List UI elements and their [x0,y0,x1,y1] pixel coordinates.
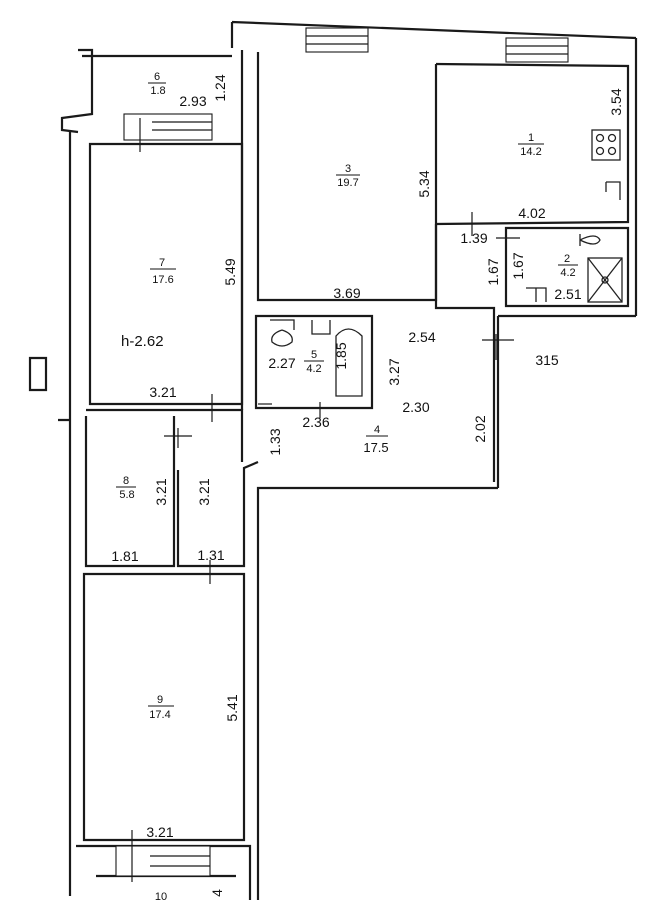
room-1-number: 1 [528,132,534,144]
window-room7 [123,113,213,141]
dim-3-54: 3.54 [608,88,624,115]
dim-1-85: 1.85 [333,342,349,369]
fixtures [258,129,623,405]
dim-1-24: 1.24 [212,74,228,101]
windows [115,27,569,877]
kitchen-sink-icon [605,181,621,200]
dim-1-33: 1.33 [267,428,283,455]
room-5-number: 5 [311,349,317,361]
sink-icon [526,287,547,302]
room-6-area: 1.8 [150,85,165,97]
room-3-number: 3 [345,163,351,175]
room-10-number: 10 [155,891,167,900]
dim-2-93: 2.93 [179,93,206,109]
window-room9 [115,845,211,877]
ceiling-height-label: h-2.62 [121,333,164,350]
room-7-area: 17.6 [152,274,173,286]
room-7-number: 7 [159,257,165,269]
dim-4-02: 4.02 [518,205,545,221]
bathtub-icon [335,328,363,397]
room-labels: 6 1.8 3 19.7 1 14.2 7 17.6 2 4.2 5 4.2 4… [116,71,578,900]
dimension-labels: 1.24 2.93 5.49 3.21 5.34 3.69 3.54 4.02 … [111,74,624,897]
room-6-number: 6 [154,71,160,83]
dim-2-02: 2.02 [472,415,488,442]
room-9-number: 9 [157,694,163,706]
dim-1-67-right: 1.67 [510,252,526,279]
dim-3-69: 3.69 [333,285,360,301]
dim-3-27: 3.27 [386,358,402,385]
walls [28,20,638,900]
dim-5-34: 5.34 [416,170,432,197]
dim-4-partial: 4 [209,889,225,897]
room-4-area: 17.5 [363,440,388,455]
room-5-area: 4.2 [306,363,321,375]
dim-3-21-room8: 3.21 [153,478,169,505]
room-9-area: 17.4 [149,709,170,721]
room-3-area: 19.7 [337,177,358,189]
dim-2-36: 2.36 [302,414,329,430]
room-8-number: 8 [123,475,129,487]
dim-5-49: 5.49 [222,258,238,285]
room-1-area: 14.2 [520,146,541,158]
window-room3 [305,27,369,53]
dim-1-31: 1.31 [197,547,224,563]
dim-315: 315 [535,352,559,368]
toilet-icon [579,234,601,246]
door-marks [131,118,520,882]
sink-room5-icon [311,320,331,335]
room-4-number: 4 [374,424,380,436]
dim-1-81: 1.81 [111,548,138,564]
room-2-number: 2 [564,253,570,265]
dim-2-27: 2.27 [268,355,295,371]
shower-tray-icon [587,257,623,303]
dim-1-67-left: 1.67 [485,258,501,285]
room-2-area: 4.2 [560,267,575,279]
dim-1-39: 1.39 [460,230,487,246]
dim-3-21-room7: 3.21 [149,384,176,400]
dim-5-41: 5.41 [224,694,240,721]
dim-2-54: 2.54 [408,329,435,345]
dim-3-21-room9: 3.21 [146,824,173,840]
window-room1 [505,37,569,63]
room-8-area: 5.8 [119,489,134,501]
stove-icon [591,129,621,161]
dim-2-51: 2.51 [554,286,581,302]
toilet-room5-icon [270,319,295,347]
dim-2-30: 2.30 [402,399,429,415]
dim-3-21-closet: 3.21 [196,478,212,505]
